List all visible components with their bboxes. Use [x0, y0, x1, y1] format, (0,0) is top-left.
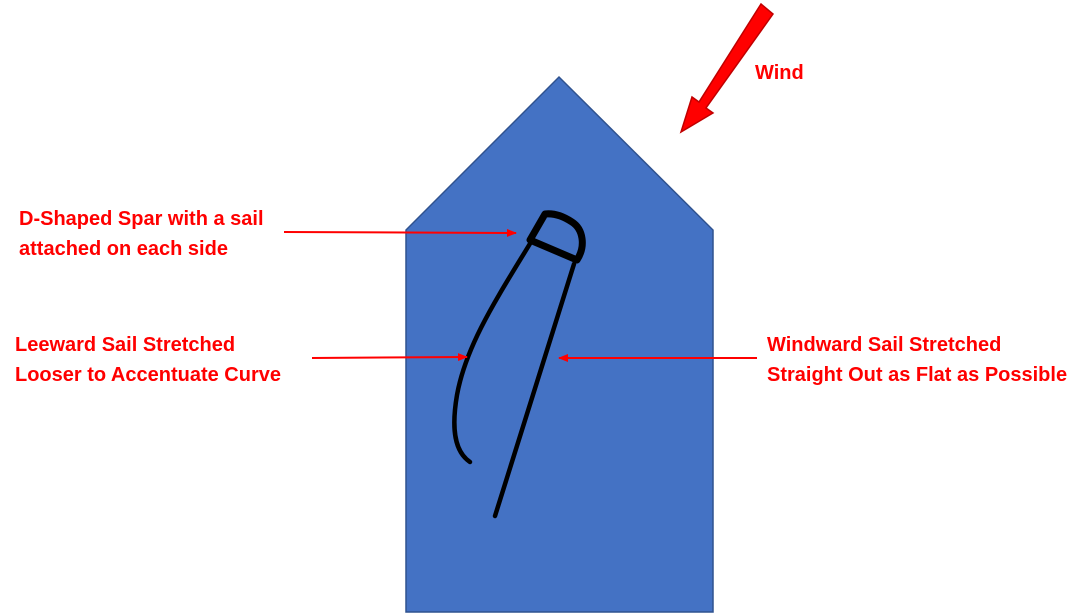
wind-label-text: Wind: [755, 62, 804, 84]
windward-sail: [492, 261, 577, 519]
d-shaped-spar: [526, 210, 586, 264]
leeward-label-line-1: Leeward Sail Stretched: [15, 334, 236, 356]
spar-leader-arrow: [283, 228, 517, 237]
windward-label-line-1: Windward Sail Stretched: [767, 334, 1002, 356]
leeward-sail: [452, 239, 534, 465]
windward-label: Windward Sail Stretched Straight Out as …: [767, 330, 1067, 390]
spar-label: D-Shaped Spar with a sail attached on ea…: [19, 204, 264, 264]
leeward-leader-arrow: [311, 353, 468, 362]
wind-label: Wind: [755, 58, 804, 88]
boat-hull: [405, 75, 714, 613]
spar-label-line-1: D-Shaped Spar with a sail: [19, 208, 264, 230]
wind-arrow-icon: [679, 2, 775, 134]
windward-label-line-2: Straight Out as Flat as Possible: [767, 364, 1068, 386]
leeward-label: Leeward Sail Stretched Looser to Accentu…: [15, 330, 281, 390]
leeward-label-line-2: Looser to Accentuate Curve: [15, 364, 281, 386]
spar-label-line-2: attached on each side: [19, 238, 228, 260]
